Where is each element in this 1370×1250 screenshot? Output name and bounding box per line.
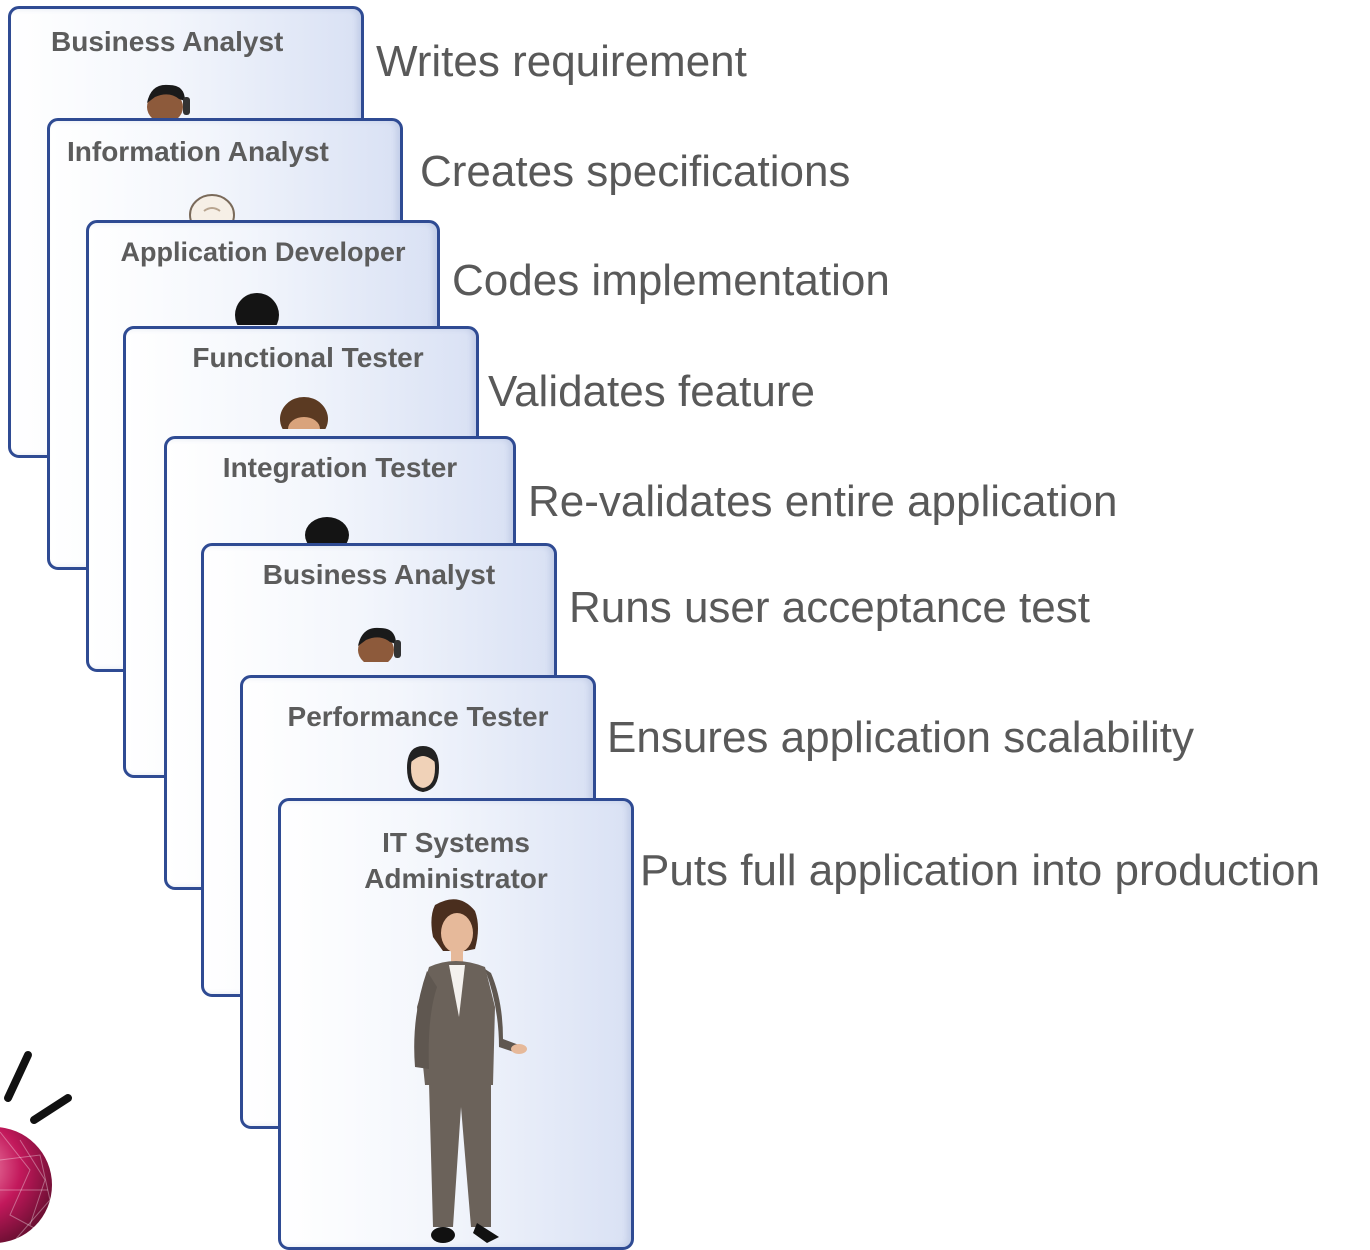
dark-haired-man-icon (305, 517, 349, 543)
brown-haired-man-icon (280, 397, 328, 429)
role-card-title: Integration Tester (222, 452, 458, 483)
role-card-title: Business Analyst (51, 26, 284, 57)
man-on-phone-icon (358, 627, 401, 662)
businesswoman-figure-icon (414, 899, 527, 1243)
role-description: Puts full application into production (640, 846, 1320, 895)
role-card-title: IT Systems Administrator (364, 827, 548, 894)
role-description: Ensures application scalability (607, 713, 1194, 762)
man-in-suit-icon (406, 745, 440, 793)
role-card-title: Application Developer (120, 237, 406, 267)
role-description: Writes requirement (376, 37, 747, 86)
role-card-title: Performance Tester (287, 701, 549, 732)
role-description: Codes implementation (452, 256, 890, 305)
man-on-phone-icon (147, 84, 190, 119)
role-card-title: Information Analyst (67, 136, 329, 167)
role-card-title: Business Analyst (262, 559, 496, 590)
role-card-it-systems-administrator: IT Systems Administrator (278, 798, 634, 1250)
role-description: Runs user acceptance test (569, 583, 1090, 632)
bald-man-icon (189, 194, 235, 225)
role-description: Re-validates entire application (528, 477, 1118, 526)
role-description: Validates feature (488, 367, 815, 416)
sphere-logo-icon (0, 1051, 72, 1243)
role-description: Creates specifications (420, 147, 851, 196)
dark-haired-man-icon (235, 293, 279, 325)
role-card-title: Functional Tester (192, 342, 424, 373)
